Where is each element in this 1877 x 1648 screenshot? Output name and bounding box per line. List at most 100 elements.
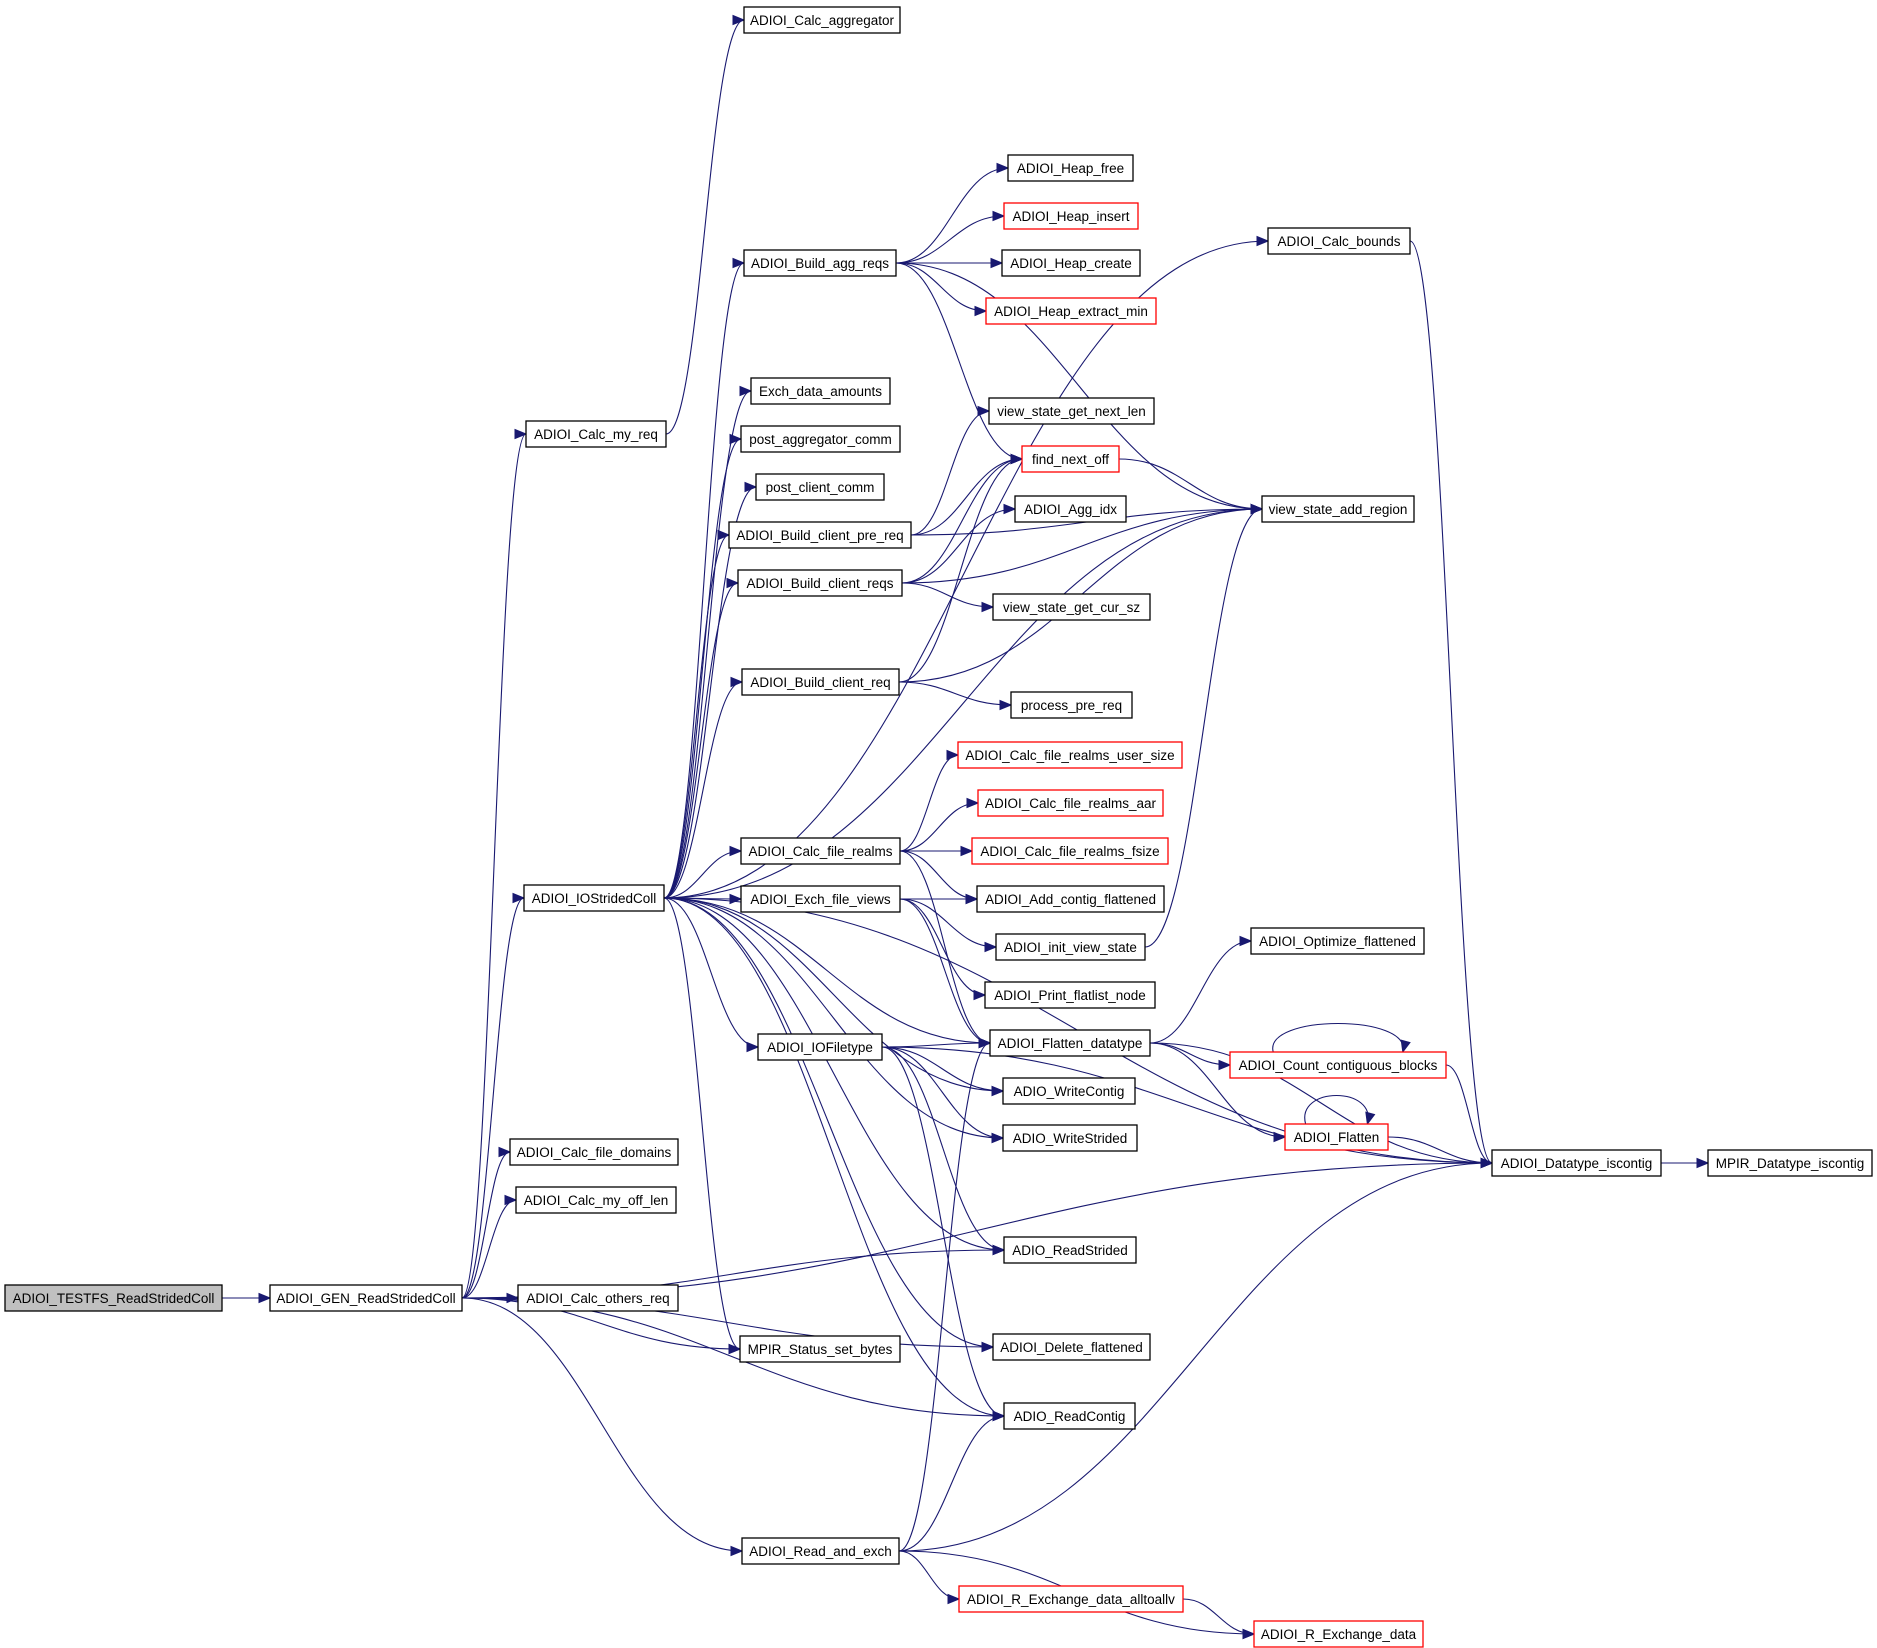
edge-flatten-datatype-to-optimize-flattened-arrowhead <box>1239 935 1253 947</box>
node-box <box>1707 1149 1873 1177</box>
node-init-view-state[interactable]: ADIOI_init_view_state <box>995 933 1146 961</box>
edge-read-and-exch-to-flatten-datatype <box>898 1042 991 1552</box>
node-count-contig-blocks[interactable]: ADIOI_Count_contiguous_blocks <box>1229 1051 1447 1079</box>
node-heap-free[interactable]: ADIOI_Heap_free <box>1007 154 1134 182</box>
edge-iostridedcoll-to-flatten-datatype <box>663 897 991 1044</box>
node-gen[interactable]: ADIOI_GEN_ReadStridedColl <box>269 1284 463 1312</box>
edge-count-contig-blocks-to-count-contig-blocks-arrowhead <box>1400 1039 1411 1054</box>
node-heap-insert[interactable]: ADIOI_Heap_insert <box>1003 202 1139 230</box>
node-label: ADIOI_Calc_file_realms_aar <box>985 796 1157 811</box>
node-heap-extract-min[interactable]: ADIOI_Heap_extract_min <box>985 297 1157 325</box>
node-optimize-flattened[interactable]: ADIOI_Optimize_flattened <box>1250 927 1425 955</box>
edge-gen-to-calc-file-domains <box>461 1151 511 1299</box>
edge-calc-file-realms-to-cfr-user-size-arrowhead <box>946 749 960 761</box>
edge-build-client-req-to-find-next-off-arrowhead <box>1010 453 1024 465</box>
edge-init-view-state-to-vs-add-region-arrowhead <box>1250 503 1264 515</box>
node-mpir-datatype-iscontig[interactable]: MPIR_Datatype_iscontig <box>1707 1149 1873 1177</box>
node-box <box>1001 249 1141 277</box>
node-cfr-aar[interactable]: ADIOI_Calc_file_realms_aar <box>977 789 1164 817</box>
node-label: ADIOI_Delete_flattened <box>1000 1340 1143 1355</box>
node-mpir-status[interactable]: MPIR_Status_set_bytes <box>739 1335 901 1363</box>
node-box <box>509 1138 679 1166</box>
node-post-aggregator-comm[interactable]: post_aggregator_comm <box>740 425 901 453</box>
node-build-client-reqs[interactable]: ADIOI_Build_client_reqs <box>737 569 903 597</box>
edge-iofiletype-to-adio-writestrided <box>881 1046 1004 1139</box>
node-vs-add-region[interactable]: view_state_add_region <box>1261 495 1415 523</box>
node-flatten-datatype[interactable]: ADIOI_Flatten_datatype <box>989 1029 1151 1057</box>
node-adio-writecontig[interactable]: ADIO_WriteContig <box>1002 1077 1136 1105</box>
node-r-exchange-alltoallv[interactable]: ADIOI_R_Exchange_data_alltoallv <box>958 1585 1184 1613</box>
edge-exch-file-views-to-print-flatlist-node-arrowhead <box>973 989 987 1001</box>
node-delete-flattened[interactable]: ADIOI_Delete_flattened <box>992 1333 1151 1361</box>
edge-calc-file-realms-to-cfr-aar-arrowhead <box>966 797 980 809</box>
node-adio-readstrided[interactable]: ADIO_ReadStrided <box>1003 1236 1137 1264</box>
node-label: ADIOI_Build_client_reqs <box>746 576 893 591</box>
node-build-agg-reqs[interactable]: ADIOI_Build_agg_reqs <box>743 249 897 277</box>
node-calc-file-domains[interactable]: ADIOI_Calc_file_domains <box>509 1138 679 1166</box>
node-box <box>743 249 897 277</box>
node-read-and-exch[interactable]: ADIOI_Read_and_exch <box>741 1537 900 1565</box>
node-label: ADIOI_Agg_idx <box>1024 502 1117 517</box>
node-exch-data-amounts[interactable]: Exch_data_amounts <box>750 377 891 405</box>
edge-build-client-reqs-to-agg-idx <box>901 508 1016 584</box>
edge-flatten-to-flatten <box>1304 1095 1369 1125</box>
node-box <box>1284 1123 1389 1151</box>
edge-read-and-exch-to-r-exchange-alltoallv-arrowhead <box>947 1593 961 1605</box>
node-flatten[interactable]: ADIOI_Flatten <box>1284 1123 1389 1151</box>
node-agg-idx[interactable]: ADIOI_Agg_idx <box>1014 495 1127 523</box>
node-testfs[interactable]: ADIOI_TESTFS_ReadStridedColl <box>4 1284 223 1312</box>
node-exch-file-views[interactable]: ADIOI_Exch_file_views <box>740 885 901 913</box>
node-print-flatlist-node[interactable]: ADIOI_Print_flatlist_node <box>984 981 1156 1009</box>
call-edges <box>222 14 1710 1640</box>
node-cfr-user-size[interactable]: ADIOI_Calc_file_realms_user_size <box>957 741 1183 769</box>
node-iostridedcoll[interactable]: ADIOI_IOStridedColl <box>523 884 665 912</box>
node-adio-readcontig[interactable]: ADIO_ReadContig <box>1003 1402 1136 1430</box>
edge-build-client-pre-req-to-find-next-off <box>910 458 1023 536</box>
node-box <box>728 521 912 549</box>
node-box <box>992 593 1151 621</box>
node-calc-my-off-len[interactable]: ADIOI_Calc_my_off_len <box>515 1186 677 1214</box>
node-label: ADIOI_Heap_insert <box>1012 209 1129 224</box>
edge-iofiletype-to-datatype-iscontig <box>881 1046 1493 1164</box>
edge-read-and-exch-to-adio-readcontig-arrowhead <box>992 1410 1006 1422</box>
node-post-client-comm[interactable]: post_client_comm <box>755 473 885 501</box>
node-vs-get-next-len[interactable]: view_state_get_next_len <box>988 397 1155 425</box>
node-label: ADIOI_Calc_my_req <box>534 427 658 442</box>
edge-flatten-datatype-to-flatten <box>1149 1042 1286 1138</box>
node-calc-others-req[interactable]: ADIOI_Calc_others_req <box>517 1284 679 1312</box>
node-calc-bounds[interactable]: ADIOI_Calc_bounds <box>1267 227 1411 255</box>
node-datatype-iscontig[interactable]: ADIOI_Datatype_iscontig <box>1491 1149 1662 1177</box>
edge-flatten-to-flatten-arrowhead <box>1365 1111 1376 1126</box>
node-calc-file-realms[interactable]: ADIOI_Calc_file_realms <box>740 837 901 865</box>
edge-build-agg-reqs-to-vs-add-region <box>895 262 1263 510</box>
node-heap-create[interactable]: ADIOI_Heap_create <box>1001 249 1141 277</box>
node-box <box>740 425 901 453</box>
node-label: ADIOI_Calc_bounds <box>1277 234 1400 249</box>
node-calc-my-req[interactable]: ADIOI_Calc_my_req <box>525 420 667 448</box>
node-box <box>1491 1149 1662 1177</box>
edge-iostridedcoll-to-vs-add-region <box>663 508 1263 899</box>
edge-calc-bounds-to-datatype-iscontig <box>1409 240 1493 1164</box>
node-process-pre-req[interactable]: process_pre_req <box>1010 691 1133 719</box>
node-box <box>515 1186 677 1214</box>
edge-gen-to-adio-readcontig <box>461 1297 1005 1417</box>
node-cfr-fsize[interactable]: ADIOI_Calc_file_realms_fsize <box>971 837 1169 865</box>
edge-read-and-exch-to-flatten-datatype-arrowhead <box>978 1037 992 1049</box>
node-add-contig-flattened[interactable]: ADIOI_Add_contig_flattened <box>976 885 1165 913</box>
edge-exch-file-views-to-add-contig-flattened-arrowhead <box>965 893 979 905</box>
node-calc-aggregator[interactable]: ADIOI_Calc_aggregator <box>743 6 901 34</box>
edge-flatten-datatype-to-optimize-flattened <box>1149 940 1252 1044</box>
node-box <box>740 837 901 865</box>
node-build-client-pre-req[interactable]: ADIOI_Build_client_pre_req <box>728 521 912 549</box>
node-build-client-req[interactable]: ADIOI_Build_client_req <box>741 668 900 696</box>
node-find-next-off[interactable]: find_next_off <box>1021 445 1120 473</box>
node-box <box>1002 1077 1136 1105</box>
edge-iostridedcoll-to-mpir-status-arrowhead <box>728 1343 742 1355</box>
node-iofiletype[interactable]: ADIOI_IOFiletype <box>757 1033 883 1061</box>
node-r-exchange-data[interactable]: ADIOI_R_Exchange_data <box>1253 1620 1424 1648</box>
edge-iostridedcoll-to-build-client-reqs-arrowhead <box>726 577 740 589</box>
node-adio-writestrided[interactable]: ADIO_WriteStrided <box>1002 1124 1138 1152</box>
node-vs-get-cur-sz[interactable]: view_state_get_cur_sz <box>992 593 1151 621</box>
edge-init-view-state-to-vs-add-region <box>1144 508 1263 948</box>
edge-build-agg-reqs-to-heap-insert <box>895 215 1005 264</box>
